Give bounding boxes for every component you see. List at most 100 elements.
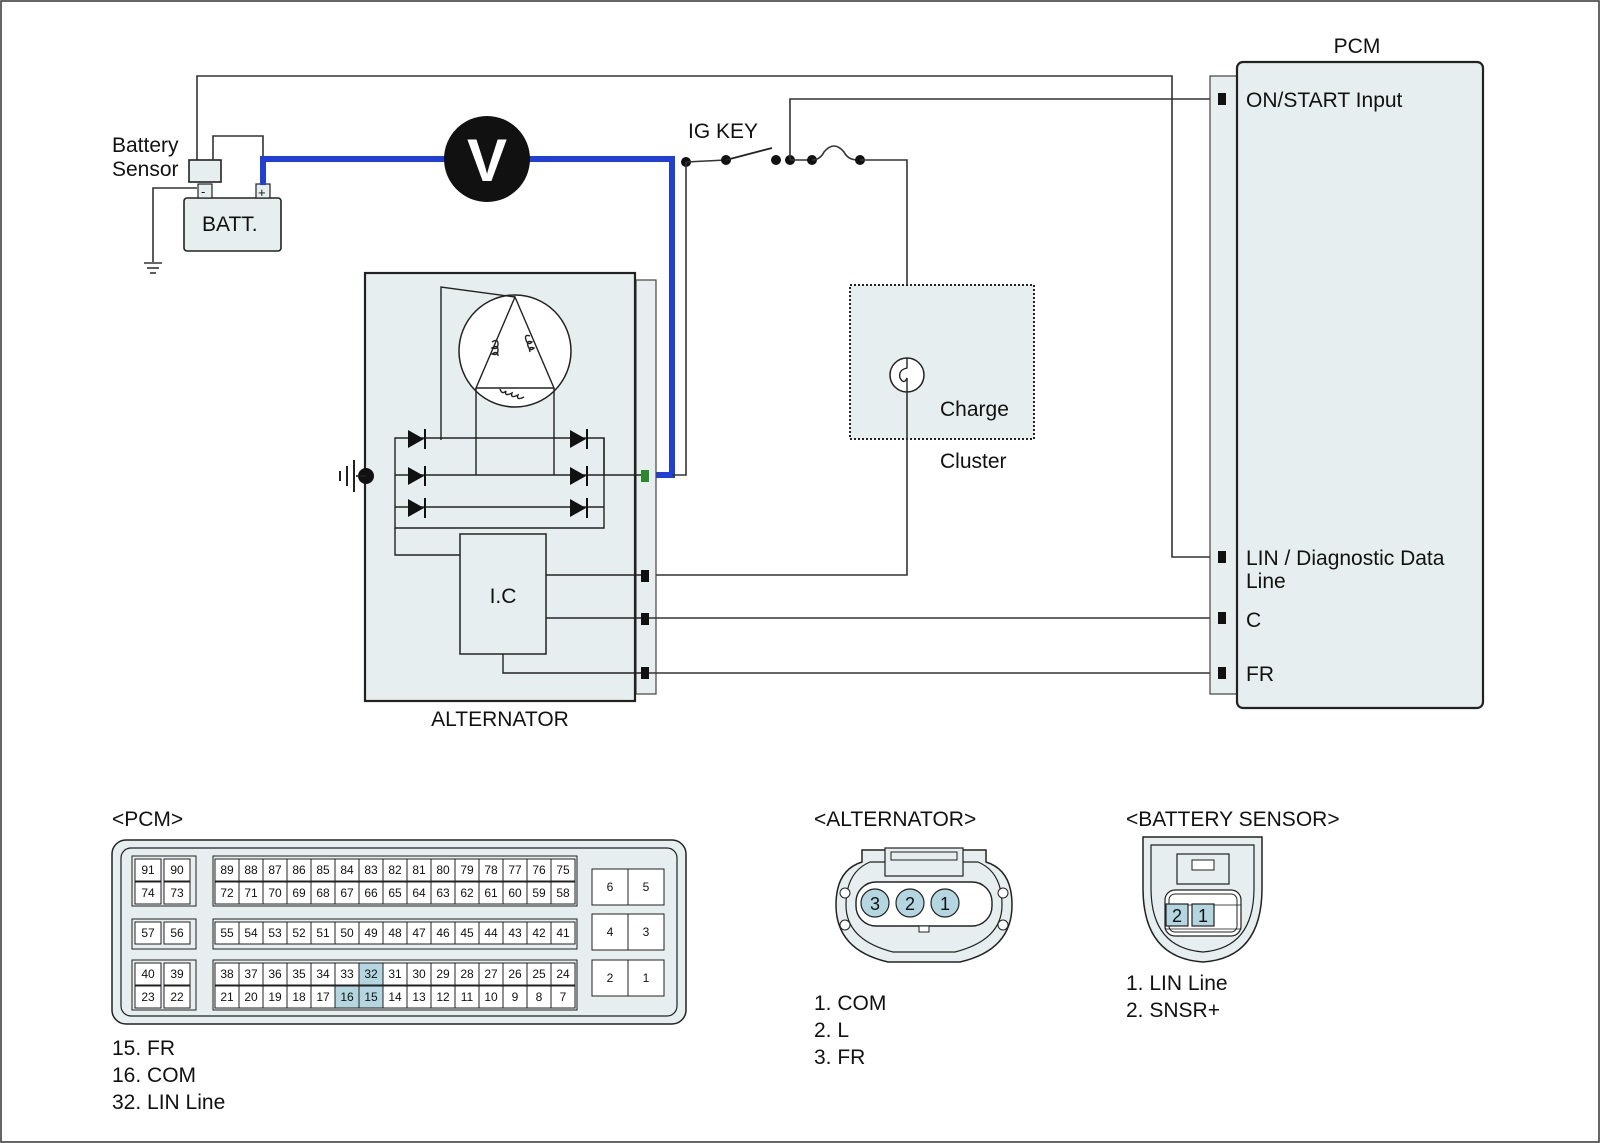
pcm-pin-cell <box>627 913 665 951</box>
ground-symbol <box>144 262 162 274</box>
cluster-box <box>849 284 1035 440</box>
pcm-pin-number: 30 <box>412 967 426 981</box>
pcm-pin-number: 40 <box>141 967 155 981</box>
pcm-pin-number: 13 <box>412 990 426 1004</box>
battery-sensor-pin-2: 2 <box>1172 906 1182 926</box>
pcm-pin-number: 14 <box>388 990 402 1004</box>
pcm-pin-c: C <box>1246 609 1261 632</box>
pcm-pin-number: 75 <box>556 863 570 877</box>
pcm-pin-cell <box>134 985 162 1009</box>
pcm-pin-number: 74 <box>141 886 155 900</box>
pcm-pin-number: 11 <box>461 990 474 1004</box>
pcm-pin-cell <box>591 959 629 997</box>
pcm-pin-number: 61 <box>484 886 498 900</box>
pcm-pin-number: 10 <box>484 990 498 1004</box>
alternator-legend-2: 2. L <box>814 1019 849 1042</box>
pcm-pin-number: 56 <box>170 926 184 940</box>
pcm-pin-number: 7 <box>560 990 567 1004</box>
pcm-pin-number: 50 <box>340 926 354 940</box>
pcm-pin-number: 6 <box>607 880 614 894</box>
pcm-pin-cell <box>627 868 665 906</box>
pcm-pin-number: 36 <box>268 967 282 981</box>
pcm-pin-number: 4 <box>607 925 614 939</box>
ig-key-switch-icon <box>725 147 773 161</box>
alternator-legend-3: 3. FR <box>814 1046 865 1069</box>
pcm-pin-number: 54 <box>244 926 258 940</box>
ic-box <box>459 533 547 655</box>
battery-sensor <box>188 159 222 183</box>
pcm-box <box>1235 60 1485 710</box>
pcm-pin-number: 84 <box>340 863 354 877</box>
pcm-pin-cell <box>163 881 191 905</box>
pcm-pin-number: 47 <box>412 926 426 940</box>
pcm-pin-number: 24 <box>556 967 570 981</box>
pcm-pin-number: 49 <box>364 926 378 940</box>
pcm-pin-number: 33 <box>340 967 354 981</box>
pcm-pin-number: 63 <box>436 886 450 900</box>
cluster-label: Cluster <box>940 450 1007 473</box>
pcm-pin-number: 81 <box>412 863 426 877</box>
pcm-pin-cell <box>163 962 191 986</box>
battery-sensor-label-2: Sensor <box>112 158 179 181</box>
pcm-pin-number: 77 <box>508 863 522 877</box>
pcm-pin-number: 37 <box>244 967 258 981</box>
pcm-pin-number: 87 <box>268 863 282 877</box>
alternator-b-terminal <box>641 470 649 482</box>
pcm-legend-2: 16. COM <box>112 1064 196 1087</box>
pcm-pin-number: 53 <box>268 926 282 940</box>
battery-plus-sign: + <box>258 185 266 200</box>
sensor-ground-wire <box>152 187 197 262</box>
alternator-pin-2: 2 <box>905 894 915 914</box>
ig-key-label: IG KEY <box>688 120 758 143</box>
pcm-pin-number: 23 <box>141 990 155 1004</box>
pcm-pin-number: 83 <box>364 863 378 877</box>
pcm-pin-number: 73 <box>170 886 184 900</box>
lin-wire <box>196 75 1220 558</box>
pcm-pin-number: 62 <box>460 886 474 900</box>
pcm-pin-cell <box>163 985 191 1009</box>
pcm-pin-number: 5 <box>643 880 650 894</box>
diode-icons <box>408 429 588 518</box>
pcm-pin-number: 52 <box>292 926 306 940</box>
pcm-pin-number: 51 <box>316 926 330 940</box>
pcm-pin-number: 70 <box>268 886 282 900</box>
pcm-pin-lin-2: Line <box>1246 570 1286 593</box>
pcm-pin-cell <box>550 881 576 905</box>
battery-sensor-label-1: Battery <box>112 134 179 157</box>
pcm-legend-3: 32. LIN Line <box>112 1091 225 1114</box>
pcm-pin-number: 25 <box>532 967 546 981</box>
pcm-pin-number: 2 <box>607 971 614 985</box>
alternator-pin-3: 3 <box>870 894 880 914</box>
pcm-pin-cell <box>163 858 191 882</box>
pcm-pin-number: 59 <box>532 886 546 900</box>
alternator-legend-1: 1. COM <box>814 992 886 1015</box>
pcm-pin-number: 26 <box>508 967 522 981</box>
battery-negative-terminal <box>197 183 213 199</box>
pcm-pin-number: 91 <box>141 863 155 877</box>
alternator-connector-title: <ALTERNATOR> <box>814 808 976 831</box>
pcm-pin-number: 55 <box>220 926 234 940</box>
pcm-pin-cell <box>591 868 629 906</box>
pcm-pin-number: 68 <box>316 886 330 900</box>
pcm-pin-number: 71 <box>244 886 258 900</box>
pcm-pin-number: 17 <box>316 990 330 1004</box>
pcm-pin-number: 79 <box>460 863 474 877</box>
fuse-icon <box>811 145 859 161</box>
pcm-pin-number: 58 <box>556 886 570 900</box>
pcm-pin-number: 16 <box>340 990 354 1004</box>
battery-sensor-legend-1: 1. LIN Line <box>1126 972 1228 995</box>
pcm-pin-cell <box>550 985 576 1009</box>
battery <box>183 197 282 252</box>
pcm-pin-number: 20 <box>244 990 258 1004</box>
pcm-pin-number: 15 <box>364 990 378 1004</box>
pcm-pin-number: 19 <box>268 990 282 1004</box>
pcm-pin-fr: FR <box>1246 663 1274 686</box>
pcm-pin-number: 67 <box>340 886 354 900</box>
pcm-pin-number: 86 <box>292 863 306 877</box>
pcm-pin-number: 41 <box>556 926 570 940</box>
pcm-pin-number: 21 <box>220 990 234 1004</box>
alternator-connector: 3 2 1 <box>835 847 1013 963</box>
voltmeter-icon <box>444 116 530 202</box>
